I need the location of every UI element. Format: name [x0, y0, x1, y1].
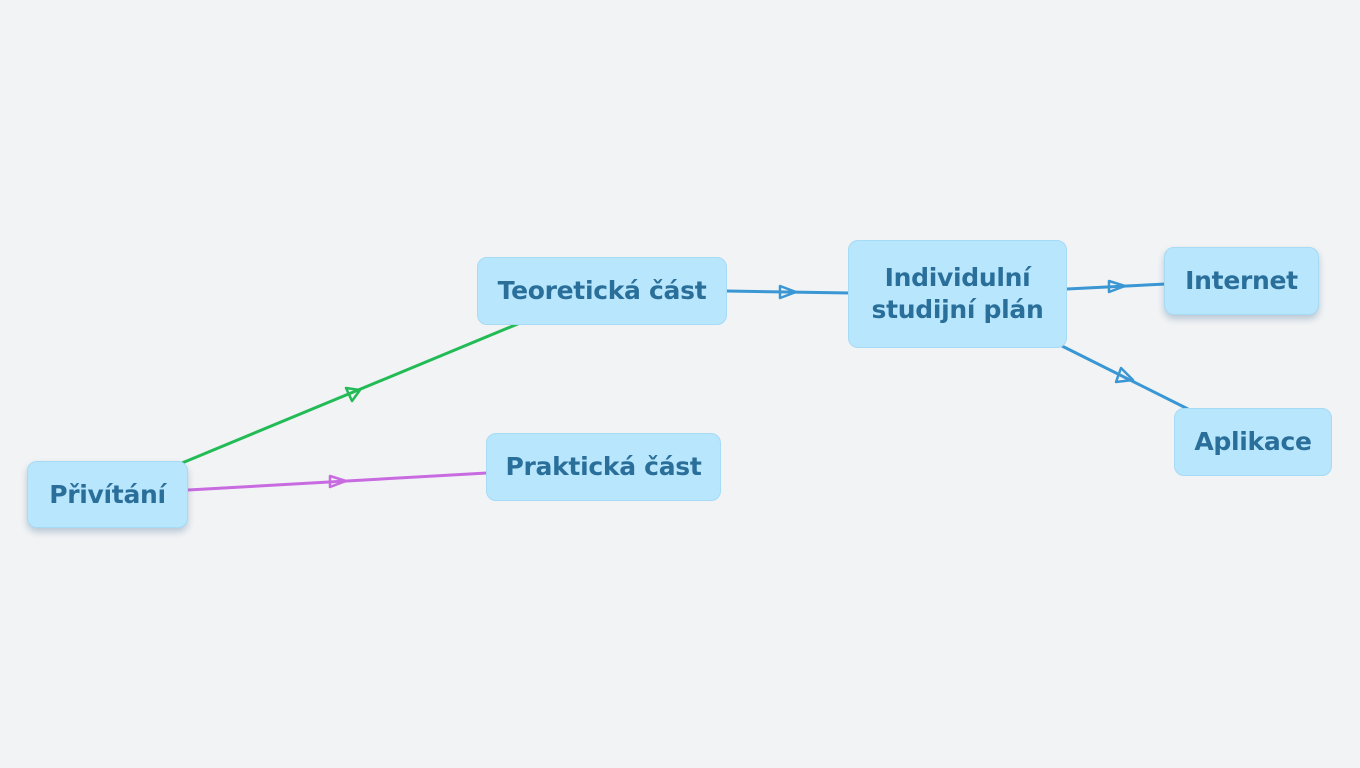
node-aplikace-label: Aplikace: [1194, 427, 1312, 456]
node-teoreticka-cast-label: Teoretická část: [497, 276, 707, 305]
node-teoreticka-cast[interactable]: Teoretická část: [477, 257, 727, 325]
node-isp-label-line1: Individulní: [884, 263, 1031, 292]
node-isp-label-line2: studijní plán: [871, 295, 1044, 324]
node-aplikace[interactable]: Aplikace: [1174, 408, 1332, 476]
edge-teoreticka-isp: [726, 289, 851, 295]
node-prakticka-cast[interactable]: Praktická část: [486, 433, 721, 501]
node-privitani-label: Přivítání: [49, 479, 166, 509]
edge-arrow-isp-internet: [1107, 279, 1127, 294]
edge-privitani-teoreticka: [181, 321, 521, 465]
node-internet[interactable]: Internet: [1164, 247, 1319, 315]
node-prakticka-cast-label: Praktická část: [505, 452, 702, 481]
node-privitani[interactable]: Přivítání: [27, 461, 188, 528]
edge-arrow-teoreticka-isp: [778, 284, 798, 300]
edge-privitani-prakticka: [187, 471, 488, 492]
node-individulni-studijni-plan[interactable]: Individulní studijní plán: [848, 240, 1067, 348]
edge-arrow-isp-aplikace: [1114, 366, 1135, 384]
edge-arrow-privitani-teoreticka: [344, 386, 362, 403]
edge-isp-internet: [1066, 282, 1167, 291]
edge-isp-aplikace: [1059, 343, 1189, 411]
edge-arrow-privitani-prakticka: [328, 474, 348, 489]
node-internet-label: Internet: [1185, 266, 1298, 295]
